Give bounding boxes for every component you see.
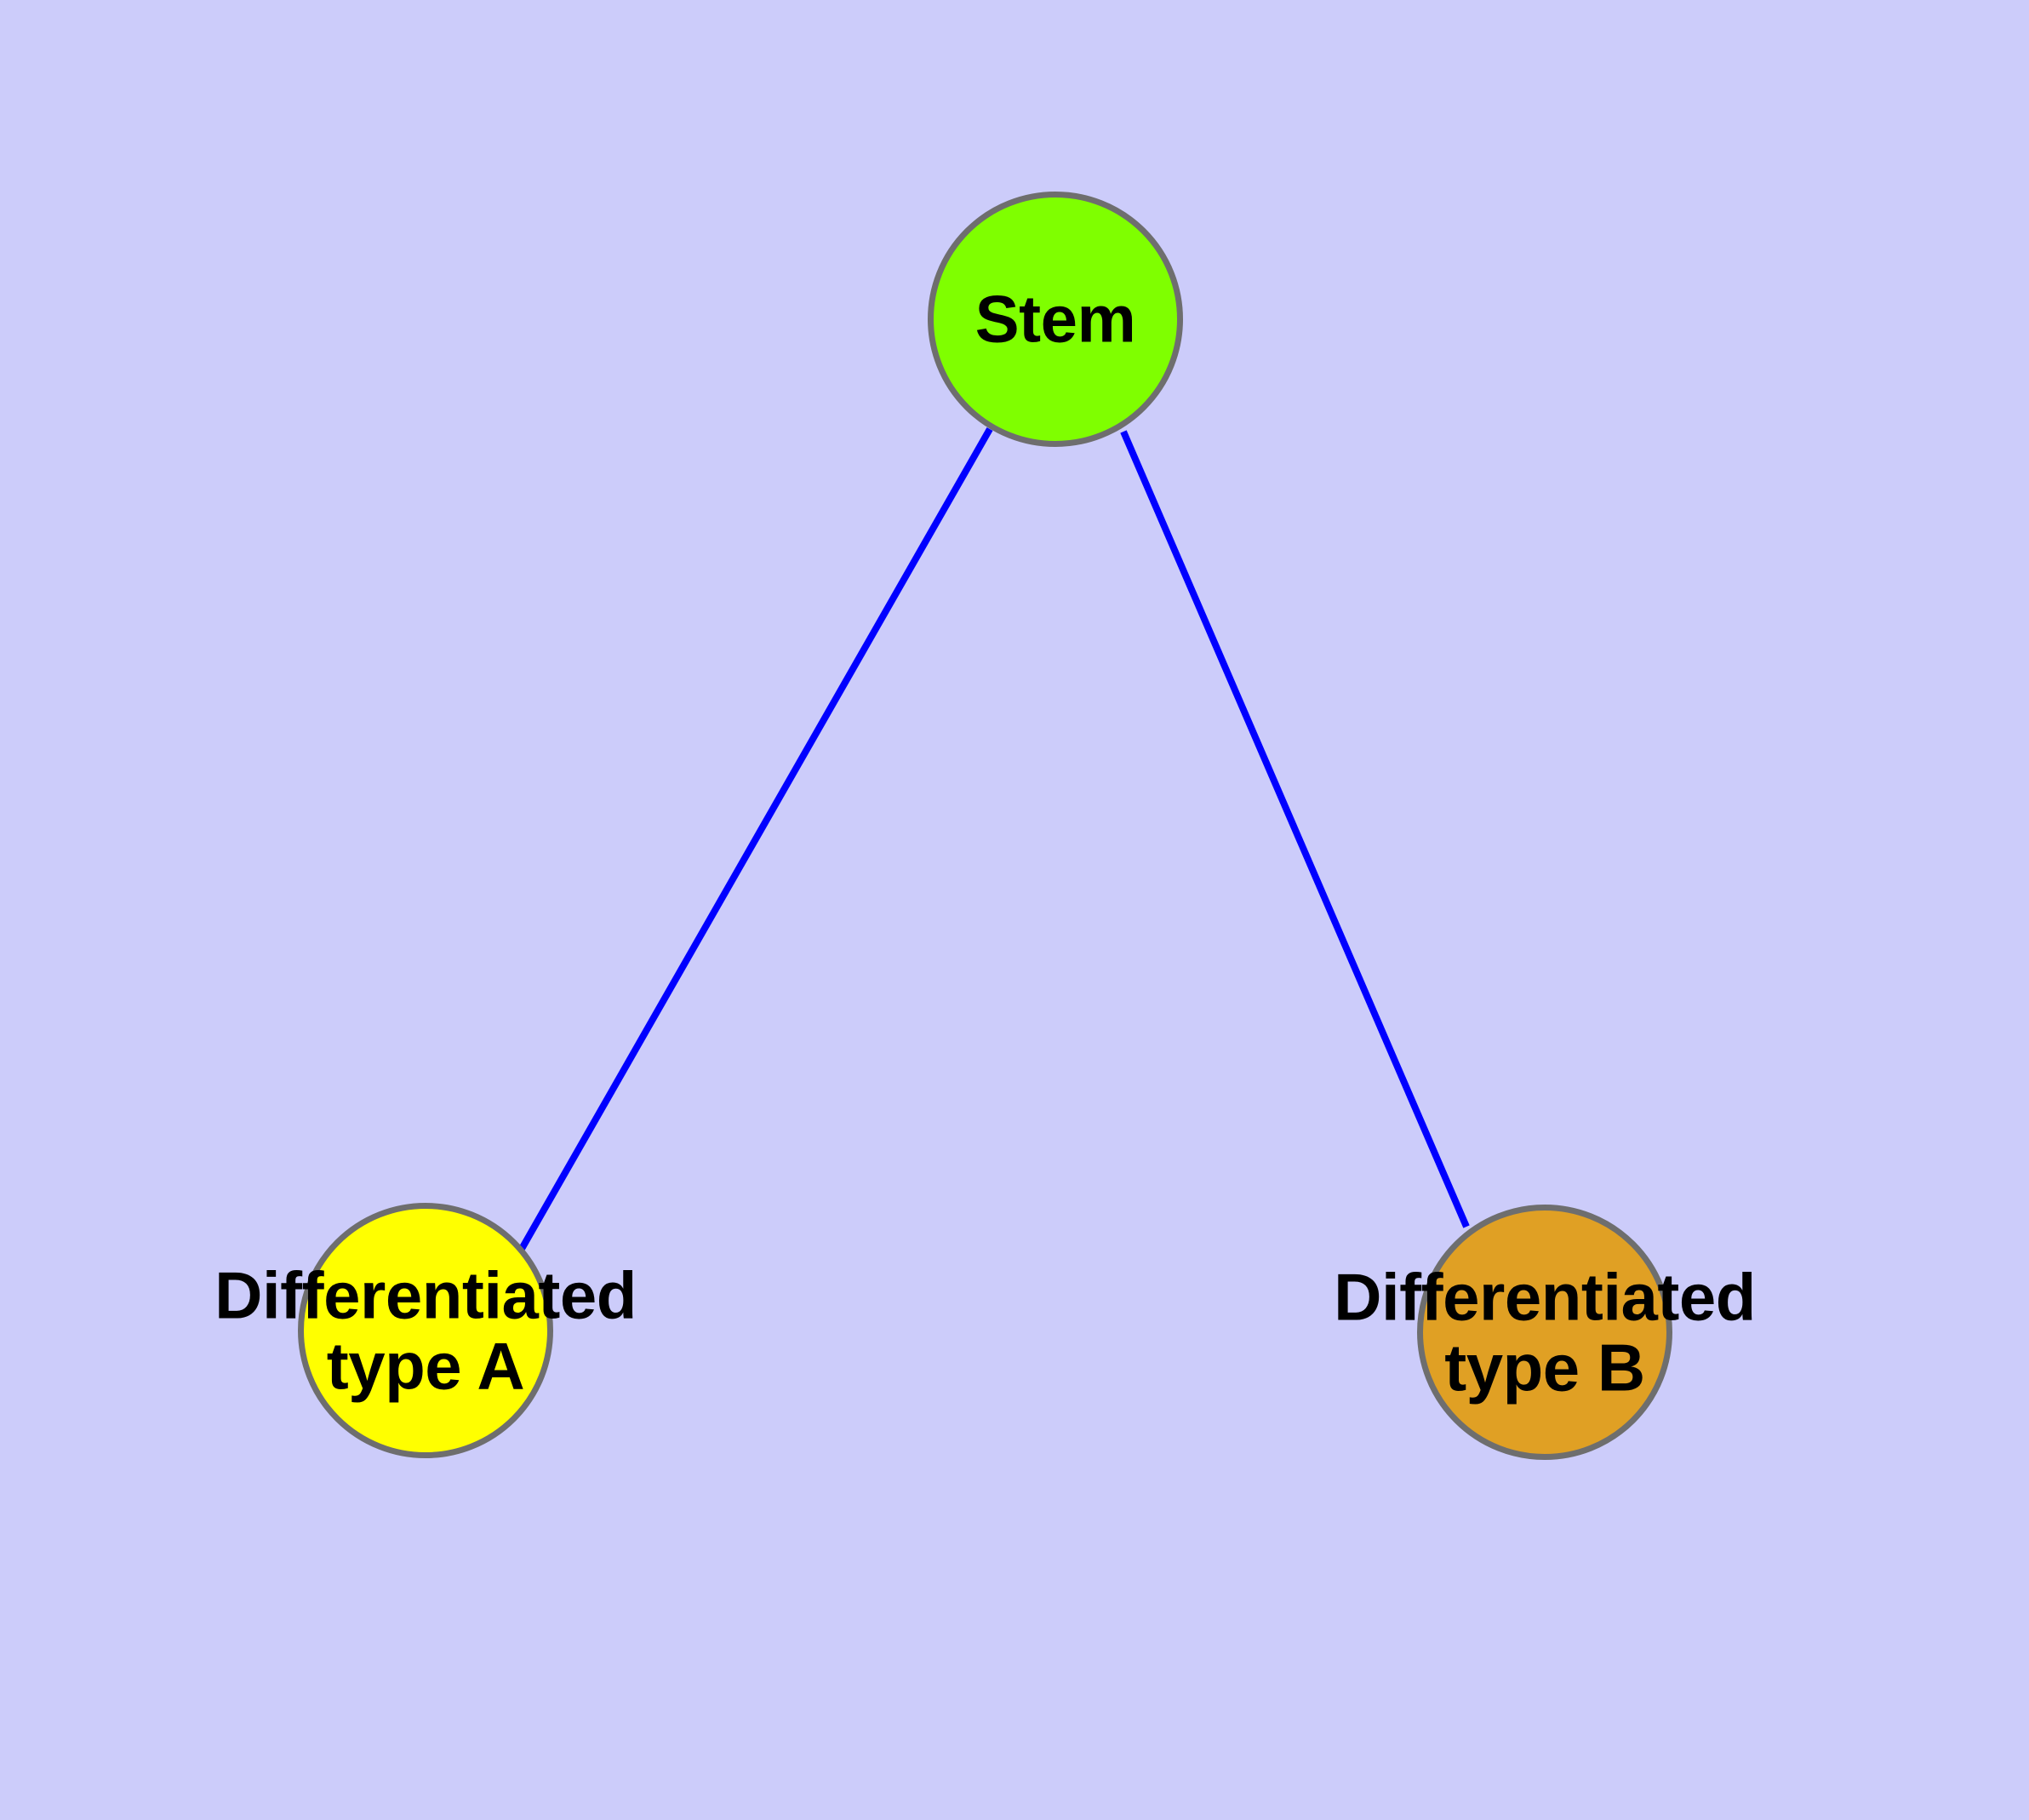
node-differentiated-type-a[interactable]: Differentiated type A xyxy=(214,1203,637,1458)
node-stem[interactable]: Stem xyxy=(928,192,1183,447)
node-stem-label: Stem xyxy=(974,281,1136,357)
node-differentiated-type-b[interactable]: Differentiated type B xyxy=(1334,1205,1756,1460)
node-stem-label-line-1: Stem xyxy=(974,281,1136,357)
edge-stem-to-diff-a xyxy=(518,427,993,1251)
edge-stem-to-diff-b xyxy=(1120,430,1470,1228)
